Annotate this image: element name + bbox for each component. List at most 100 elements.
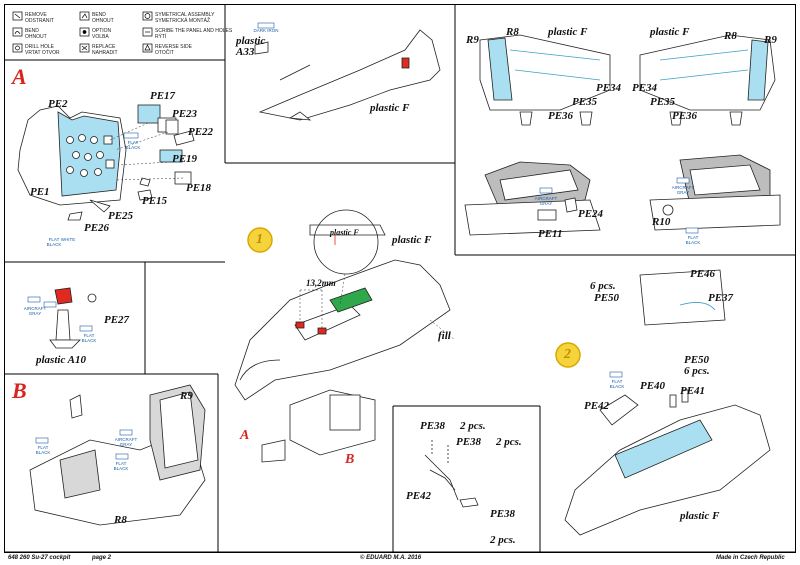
footer-origin: Made in Czech Republic bbox=[716, 555, 785, 561]
pe27-seat-part bbox=[49, 287, 97, 349]
label-pe38-a: PE38 bbox=[420, 420, 446, 432]
step1-leader-lines bbox=[299, 273, 456, 341]
tag-aircraft-gray-r10: AIRCRAFT GRAY bbox=[671, 185, 695, 195]
label-pe34-right: PE34 bbox=[632, 82, 658, 94]
section-b-label: B bbox=[12, 378, 27, 403]
label-pe50-a: PE50 bbox=[594, 292, 620, 304]
label-pe17: PE17 bbox=[150, 90, 176, 102]
step1-ref-a: A bbox=[240, 428, 250, 443]
label-r10: R10 bbox=[652, 216, 671, 228]
label-pe22: PE22 bbox=[188, 126, 214, 138]
label-plastic-f-right: plastic F bbox=[650, 26, 690, 38]
canopy-frame-drawing bbox=[254, 29, 441, 121]
legend-option: OPTION VOLBA bbox=[92, 28, 112, 40]
step-badges bbox=[247, 227, 581, 368]
label-plastic-f-left: plastic F bbox=[548, 26, 588, 38]
footer-page: page 2 bbox=[92, 555, 112, 561]
label-plastic-f-step2: plastic F bbox=[680, 510, 720, 522]
label-plastic-a10: plastic A10 bbox=[36, 354, 87, 366]
step1-number: 1 bbox=[256, 232, 263, 247]
label-pe24: PE24 bbox=[578, 208, 604, 220]
label-r9-b: R9 bbox=[180, 390, 193, 402]
label-fill: fill bbox=[438, 330, 451, 342]
label-pe19: PE19 bbox=[172, 153, 198, 165]
label-pe11: PE11 bbox=[538, 228, 563, 240]
legend-bend: BEND OHNOUT bbox=[92, 12, 114, 24]
pe38-pe42-parts bbox=[424, 440, 479, 508]
label-pe38-b: PE38 bbox=[456, 436, 482, 448]
legend-drill: DRILL HOLE VRTAT OTVOR bbox=[25, 44, 60, 56]
tag-white: WHITE bbox=[60, 237, 76, 242]
label-pe2: PE2 bbox=[48, 98, 68, 110]
label-pe35-left: PE35 bbox=[572, 96, 598, 108]
legend-scribe: SCRIBE THE PANEL AND HOLES RÝTÍ bbox=[155, 28, 233, 40]
panel-grid bbox=[4, 4, 796, 553]
label-r9-right: R9 bbox=[764, 34, 777, 46]
label-r8-right: R8 bbox=[724, 30, 737, 42]
side-console-drawings bbox=[479, 34, 776, 126]
paint-tag-boxes bbox=[27, 22, 699, 460]
label-pe35-right: PE35 bbox=[650, 96, 676, 108]
label-pe38-c-qty: 2 pcs. bbox=[490, 534, 516, 546]
label-pe36-left: PE36 bbox=[548, 110, 574, 122]
tag-flat-black-a: FLAT BLACK bbox=[125, 140, 141, 150]
label-pe23: PE23 bbox=[172, 108, 198, 120]
footer-copyright: © EDUARD M.A. 2016 bbox=[360, 555, 422, 561]
label-r8-left: R8 bbox=[506, 26, 519, 38]
label-pe25: PE25 bbox=[108, 210, 134, 222]
step2-fuselage-drawing bbox=[564, 269, 771, 536]
label-r9-left: R9 bbox=[466, 34, 479, 46]
label-pe38-a-qty: 2 pcs. bbox=[460, 420, 486, 432]
tag-aircraft-gray-a10: AIRCRAFT GRAY bbox=[23, 306, 47, 316]
label-pe18: PE18 bbox=[186, 182, 212, 194]
step1-fuselage-drawing bbox=[234, 224, 451, 463]
section-a-label: A bbox=[12, 64, 27, 89]
step2-number: 2 bbox=[564, 347, 571, 362]
pe15-part bbox=[137, 189, 153, 201]
tag-flat-black-step2: FLAT BLACK bbox=[609, 379, 625, 389]
label-plastic-f-step1: plastic F bbox=[392, 234, 432, 246]
label-r8-b: R8 bbox=[114, 514, 127, 526]
console-detail-drawings bbox=[464, 154, 781, 236]
label-plastic-f-top: plastic F bbox=[370, 102, 410, 114]
label-pe41: PE41 bbox=[680, 385, 706, 397]
footer-code: 648 260 Su-27 cockpit bbox=[8, 555, 71, 561]
label-dimension: 13,2mm bbox=[306, 278, 336, 288]
tag-aircraft-gray-b: AIRCRAFT GRAY bbox=[114, 437, 138, 447]
legend-icons bbox=[12, 11, 153, 53]
label-pe36-right: PE36 bbox=[672, 110, 698, 122]
label-pe40: PE40 bbox=[640, 380, 666, 392]
label-pe15: PE15 bbox=[142, 195, 168, 207]
label-pe37: PE37 bbox=[708, 292, 734, 304]
instrument-panel-drawing bbox=[17, 104, 195, 221]
label-plastic-a33: plastic A33 bbox=[236, 35, 266, 58]
legend-bend-round: BEND OHNOUT bbox=[25, 28, 47, 40]
tag-flat-black-b2: FLAT BLACK bbox=[113, 461, 129, 471]
label-six-pcs-a: 6 pcs. bbox=[590, 280, 616, 292]
label-plastic-f-callout: plastic F bbox=[330, 228, 359, 237]
label-pe50-b: PE50 bbox=[684, 354, 710, 366]
panel-leader-lines bbox=[109, 122, 184, 181]
label-six-pcs-b: 6 pcs. bbox=[684, 365, 710, 377]
tag-flat-black-pe26: FLAT BLACK bbox=[46, 237, 62, 247]
label-pe34-left: PE34 bbox=[596, 82, 622, 94]
label-pe46: PE46 bbox=[690, 268, 716, 280]
legend-replace: REPLACE NAHRADIT bbox=[92, 44, 118, 56]
legend-remove: REMOVE ODSTRANIT bbox=[25, 12, 54, 24]
label-pe27: PE27 bbox=[104, 314, 130, 326]
step1-ref-b: B bbox=[345, 452, 355, 467]
label-pe42-a: PE42 bbox=[406, 490, 432, 502]
tag-flat-black-r10: FLAT BLACK bbox=[685, 235, 701, 245]
tag-flat-black-b1: FLAT BLACK bbox=[35, 445, 51, 455]
legend-reverse: REVERSE SIDE OTOČIT bbox=[155, 44, 192, 56]
tag-aircraft-gray-console: AIRCRAFT GRAY bbox=[534, 196, 558, 206]
label-pe38-b-qty: 2 pcs. bbox=[496, 436, 522, 448]
tag-dark-iron: DARK IRON bbox=[253, 28, 279, 33]
label-pe1: PE1 bbox=[30, 186, 50, 198]
step1-magnifier-circle bbox=[313, 209, 379, 275]
section-b-cockpit-tub bbox=[29, 384, 206, 526]
tag-flat-black-pe27: FLAT BLACK bbox=[81, 333, 97, 343]
label-pe42-b: PE42 bbox=[584, 400, 610, 412]
label-pe38-c: PE38 bbox=[490, 508, 516, 520]
